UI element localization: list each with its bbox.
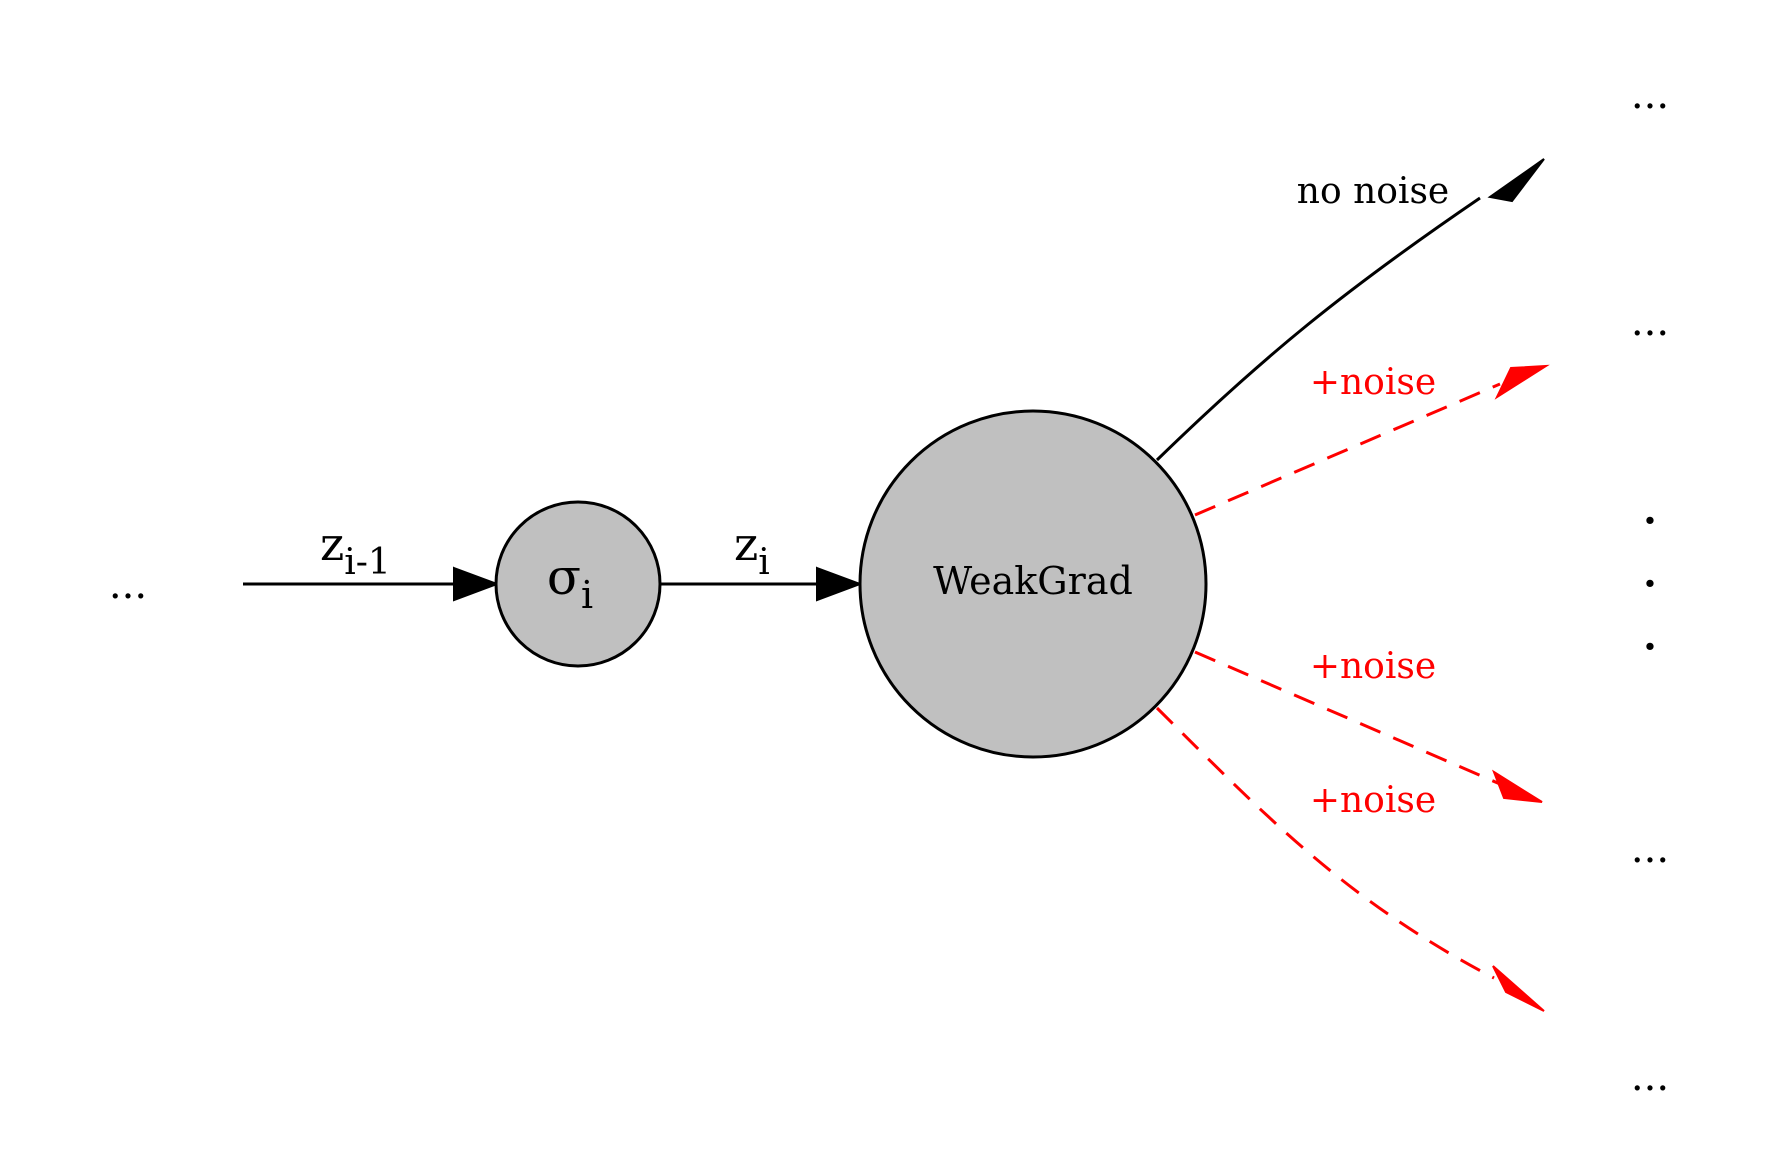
output-vertical-dots: · · · xyxy=(1641,489,1659,680)
arrowhead xyxy=(816,566,863,602)
sigma-node-label: σi xyxy=(547,548,593,617)
arrowhead xyxy=(1492,965,1545,1012)
z-sub: i xyxy=(758,542,770,583)
vertical-dot: · xyxy=(1641,552,1659,617)
arrowhead xyxy=(453,566,500,602)
weakgrad-label: WeakGrad xyxy=(933,559,1133,603)
sigma-sub: i xyxy=(581,573,593,617)
arrowhead xyxy=(1494,364,1550,400)
edge-label-z: zi xyxy=(734,517,770,583)
z-prev-main: z xyxy=(320,517,344,571)
weakgrad-node xyxy=(858,409,1208,759)
input-ellipsis: ... xyxy=(109,562,147,608)
arrowhead xyxy=(1491,769,1543,803)
output-ellipsis-bottom: ... xyxy=(1631,1054,1669,1100)
z-main: z xyxy=(734,517,758,571)
vertical-dot: · xyxy=(1641,615,1659,680)
edge-noise-b xyxy=(1194,650,1543,803)
edge-noise-a xyxy=(1194,364,1550,517)
output-ellipsis-top: ... xyxy=(1631,72,1669,118)
output-ellipsis-second: ... xyxy=(1631,299,1669,345)
edge-label-z-prev: zi-1 xyxy=(320,517,391,583)
arrowhead xyxy=(1487,158,1545,203)
edge-label-noise-b: +noise xyxy=(1310,646,1436,687)
edge-no-noise xyxy=(1155,158,1545,462)
edge-sigma-to-weakgrad xyxy=(660,566,863,602)
edge-label-noise-a: +noise xyxy=(1310,362,1436,403)
output-ellipsis-fourth: ... xyxy=(1631,826,1669,872)
vertical-dot: · xyxy=(1641,489,1659,554)
edge-label-noise-c: +noise xyxy=(1310,780,1436,821)
sigma-main: σ xyxy=(547,548,581,606)
edge-input-to-sigma xyxy=(243,566,500,602)
edge-label-no-noise: no noise xyxy=(1297,171,1449,212)
z-prev-sub: i-1 xyxy=(344,542,391,583)
edge-noise-c xyxy=(1155,706,1545,1012)
